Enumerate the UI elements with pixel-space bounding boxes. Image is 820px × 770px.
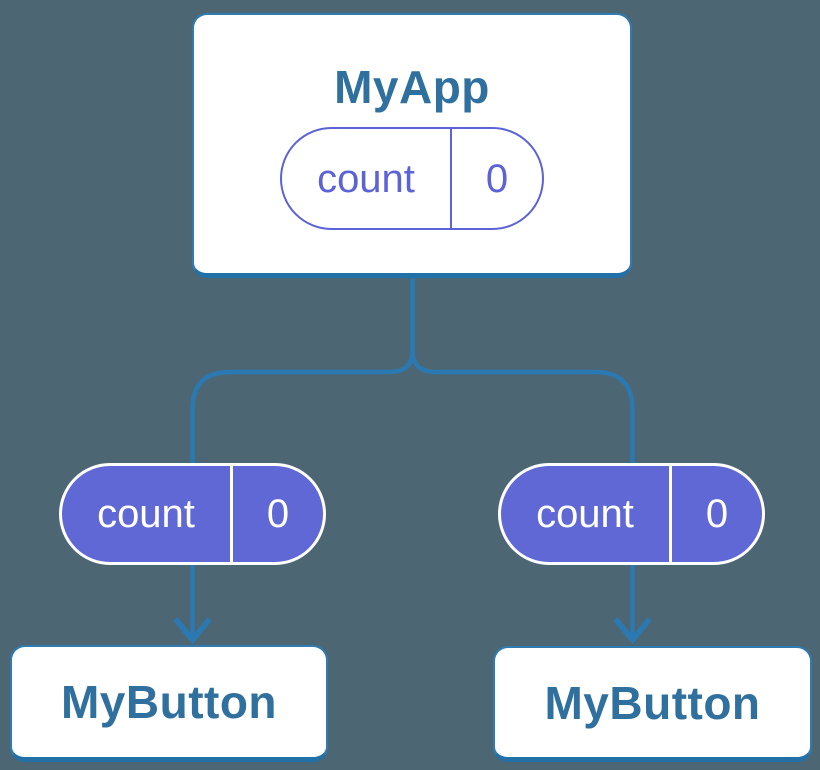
- right-state-pill: count 0: [498, 463, 765, 565]
- state-value-label: 0: [230, 466, 323, 562]
- state-name-label: count: [536, 492, 634, 536]
- state-name-label: count: [317, 156, 415, 201]
- right-arrow-icon: [613, 617, 652, 645]
- left-arrow-icon: [173, 617, 212, 645]
- myapp-card: MyApp count 0: [192, 13, 632, 278]
- state-value-label: 0: [669, 466, 762, 562]
- left-state-pill: count 0: [59, 463, 326, 565]
- state-value-label: 0: [450, 129, 542, 228]
- connector-right-branch: [410, 350, 635, 636]
- right-mybutton-card: MyButton: [493, 646, 812, 762]
- myapp-card-title: MyApp: [334, 61, 490, 113]
- connector-left-branch: [190, 350, 415, 636]
- left-mybutton-card: MyButton: [10, 645, 328, 762]
- mybutton-card-title: MyButton: [60, 676, 278, 728]
- mybutton-card-title: MyButton: [544, 676, 761, 729]
- myapp-state-pill: count 0: [280, 127, 544, 230]
- state-name-label: count: [97, 492, 195, 536]
